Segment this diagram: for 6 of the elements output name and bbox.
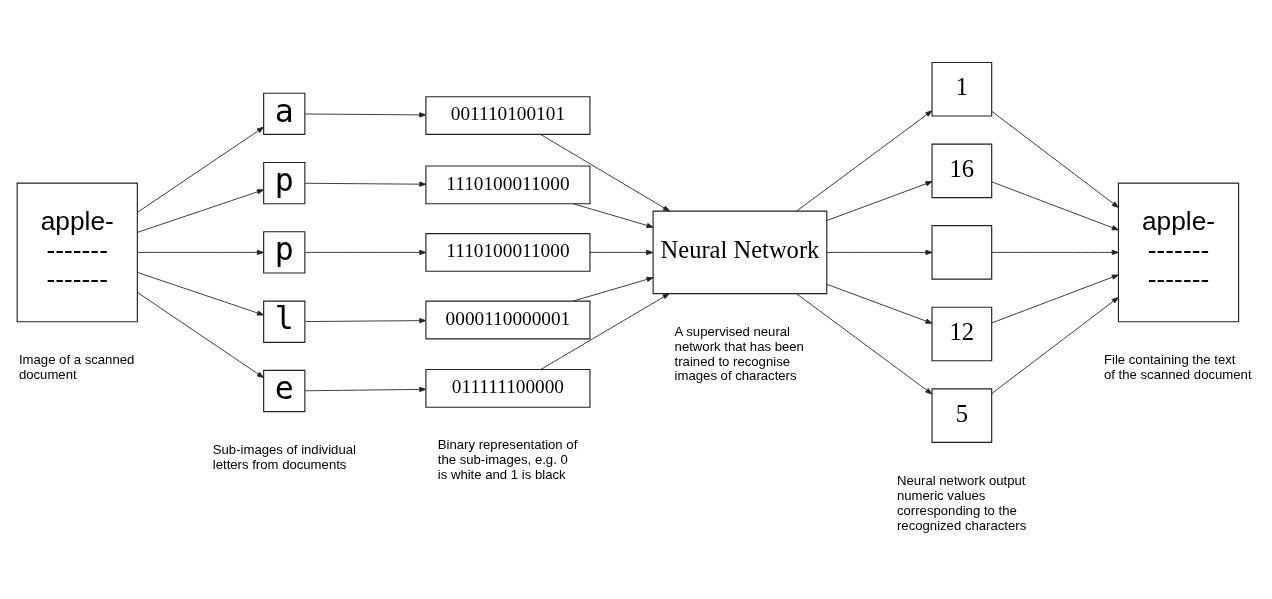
node-label: Binary representation of the sub-images, e.g. 0 is white and 1 is black bbox=[437, 436, 578, 482]
node-label: Neural network output numeric values corresponding to the recognized characters bbox=[896, 472, 1027, 533]
node-label: A supervised neural network that has been trained to recognise images of characters bbox=[674, 323, 804, 383]
node-label: Sub-images of individual letters from documents bbox=[212, 441, 356, 472]
node-label: File containing the text of the scanned document bbox=[1103, 351, 1252, 382]
node-label: Image of a scanned document bbox=[18, 351, 135, 382]
